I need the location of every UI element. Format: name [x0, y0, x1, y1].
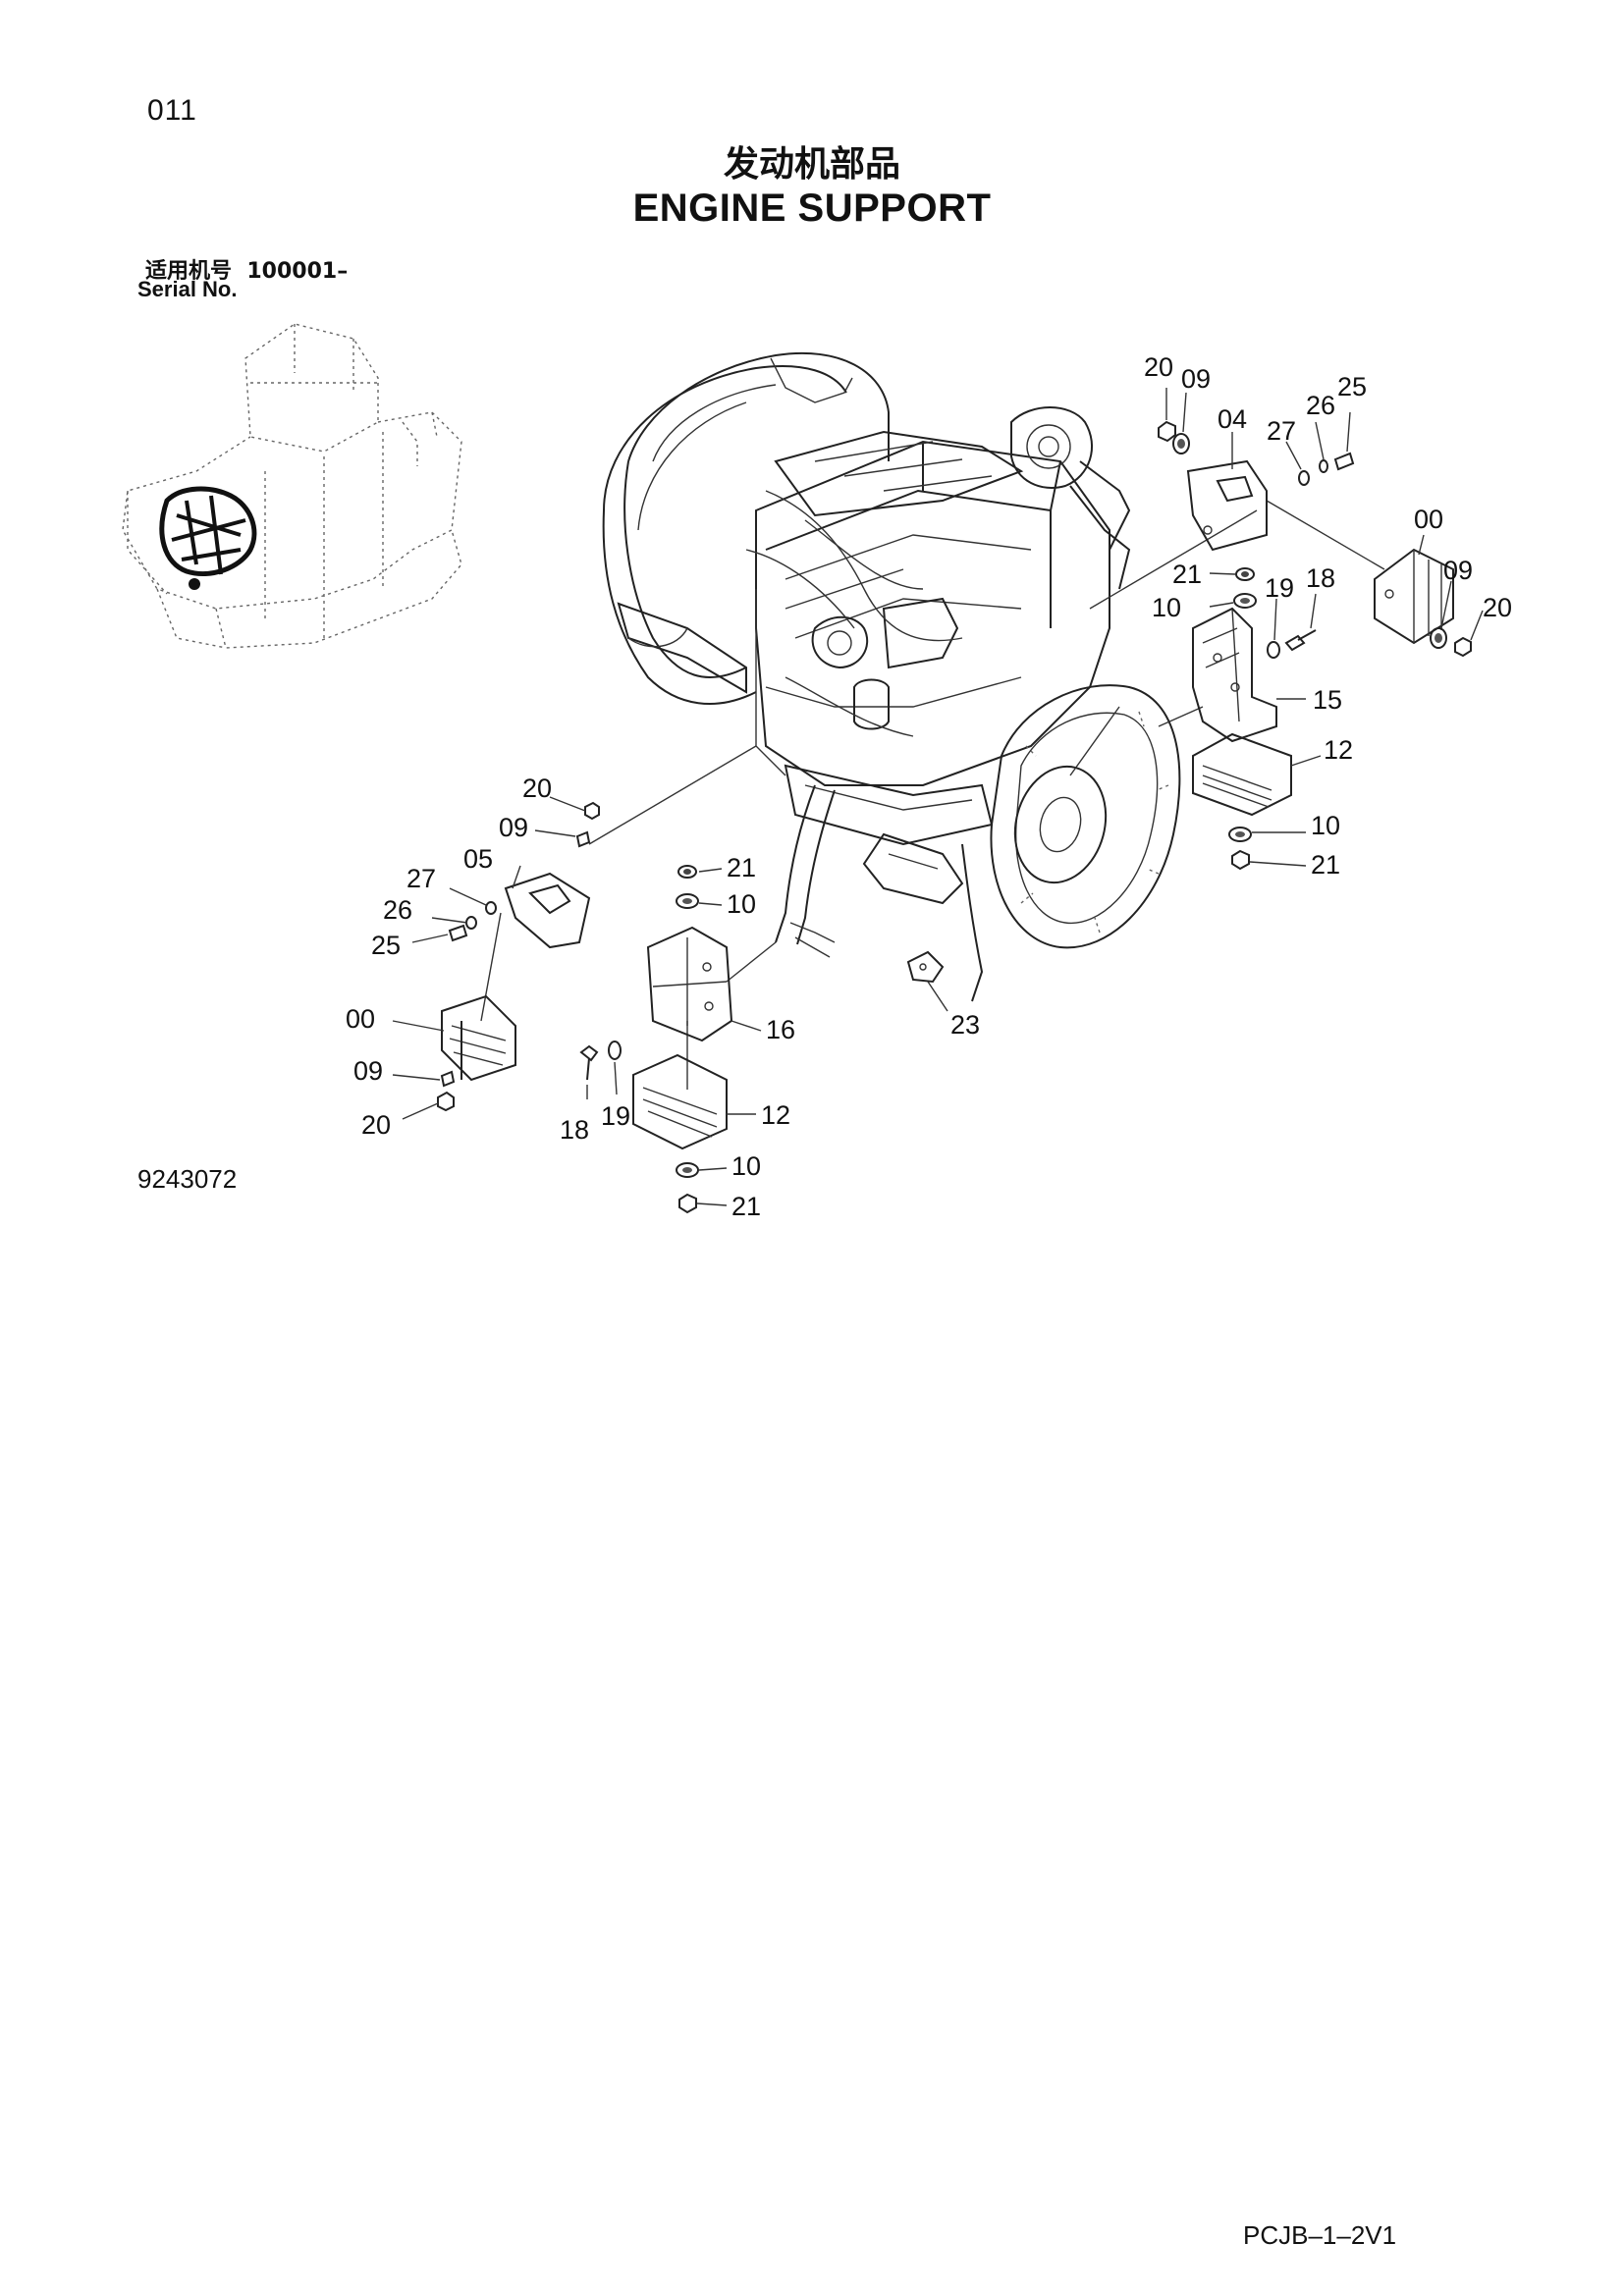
washer-part-19-upper — [1267, 641, 1280, 659]
bracket-part-23 — [906, 950, 945, 984]
callout-23: 23 — [950, 1010, 980, 1040]
callout-18: 18 — [560, 1115, 589, 1145]
page-title: ENGINE SUPPORT — [632, 187, 992, 230]
callout-26: 26 — [383, 895, 412, 925]
engine-assembly-illustration — [602, 351, 1181, 1002]
callout-16: 16 — [766, 1015, 795, 1044]
bracket-part-05 — [504, 872, 591, 949]
callout-00: 00 — [1414, 505, 1443, 534]
nut-part-20-lower — [584, 801, 600, 821]
callout-19: 19 — [601, 1101, 630, 1131]
bolt-part-18-lower — [579, 1044, 599, 1081]
callout-21: 21 — [731, 1192, 761, 1221]
callout-27: 27 — [1267, 416, 1296, 446]
assembly-lines — [480, 500, 1385, 1090]
callout-09: 09 — [353, 1056, 383, 1086]
callout-10: 10 — [727, 889, 756, 919]
callout-12: 12 — [761, 1100, 790, 1130]
nut-part-21-upper — [1235, 567, 1255, 581]
callout-09: 09 — [499, 813, 528, 842]
thumbnail-engine-highlight — [159, 486, 257, 590]
nut-part-20-upper — [1158, 420, 1176, 443]
callout-09: 09 — [1443, 556, 1473, 585]
nut-part-21-bottom — [678, 1193, 697, 1214]
engine-mount-part-00-lower — [441, 994, 516, 1082]
callout-12: 12 — [1324, 735, 1353, 765]
washer-part-09-lower — [575, 830, 591, 848]
callout-19: 19 — [1265, 573, 1294, 603]
washer-part-10-upper — [1233, 593, 1257, 609]
callout-labels: 20 09 04 26 25 27 00 09 20 21 10 19 18 1… — [346, 352, 1512, 1221]
lower-hoses — [775, 784, 984, 1002]
nut-part-20-right — [1454, 636, 1472, 658]
serial-label-english: Serial No. — [137, 277, 238, 301]
lower-left-hardware — [437, 801, 945, 1214]
nut-part-21-mid — [1231, 849, 1250, 871]
bracket-part-04 — [1186, 459, 1268, 552]
engine-mount-part-00-upper — [1374, 548, 1454, 645]
callout-00: 00 — [346, 1004, 375, 1034]
nut-part-21-lower — [677, 865, 697, 879]
callout-26: 26 — [1306, 391, 1335, 420]
engine-block — [745, 406, 1131, 846]
fastener-parts-27-26-25-lower — [448, 901, 497, 942]
bracket-part-15 — [1192, 607, 1277, 743]
fastener-parts-27-26-25-upper — [1298, 452, 1355, 486]
callout-05: 05 — [463, 844, 493, 874]
rubber-mount-part-12-upper — [1192, 732, 1292, 817]
page-number: 011 — [147, 94, 197, 127]
callout-09: 09 — [1181, 364, 1211, 394]
document-code: PCJB–1–2V1 — [1243, 2220, 1397, 2250]
drawing-code: 9243072 — [137, 1164, 238, 1194]
callout-04: 04 — [1218, 404, 1247, 434]
excavator-locator-thumbnail — [122, 323, 462, 649]
callout-20: 20 — [361, 1110, 391, 1140]
callout-27: 27 — [406, 864, 436, 893]
serial-value: 100001– — [246, 259, 349, 284]
bracket-part-16 — [646, 926, 733, 1042]
fan-shroud — [602, 351, 890, 705]
callout-15: 15 — [1313, 685, 1342, 715]
callout-21: 21 — [1172, 560, 1202, 589]
serial-label-cn-text: 适用机号 — [145, 259, 233, 284]
washer-part-19-lower — [608, 1041, 622, 1060]
callout-10: 10 — [1152, 593, 1181, 622]
washer-part-10-bottom — [676, 1162, 699, 1178]
upper-right-hardware — [1158, 420, 1472, 871]
callout-21: 21 — [727, 853, 756, 882]
flywheel-housing — [990, 684, 1181, 949]
washer-part-09-upper — [1172, 433, 1190, 454]
nut-part-20-lower2 — [437, 1091, 455, 1112]
washer-part-09-lower2 — [440, 1070, 456, 1088]
callout-leaders — [392, 388, 1484, 1206]
washer-part-10-mid — [1228, 827, 1252, 842]
bolt-part-18-upper — [1284, 629, 1317, 652]
callout-25: 25 — [1337, 372, 1367, 401]
washer-part-10-lower — [676, 893, 699, 909]
callout-21: 21 — [1311, 850, 1340, 880]
callout-20: 20 — [1483, 593, 1512, 622]
callout-10: 10 — [731, 1151, 761, 1181]
callout-18: 18 — [1306, 563, 1335, 593]
callout-20: 20 — [522, 774, 552, 803]
callout-25: 25 — [371, 931, 401, 960]
callout-10: 10 — [1311, 811, 1340, 840]
washer-part-09-right — [1430, 627, 1447, 649]
page-title-chinese: 发动机部品 — [723, 144, 900, 185]
callout-20: 20 — [1144, 352, 1173, 382]
rubber-mount-part-12-lower — [632, 1053, 728, 1150]
serial-label-chinese: 适用机号 100001– — [145, 253, 348, 285]
